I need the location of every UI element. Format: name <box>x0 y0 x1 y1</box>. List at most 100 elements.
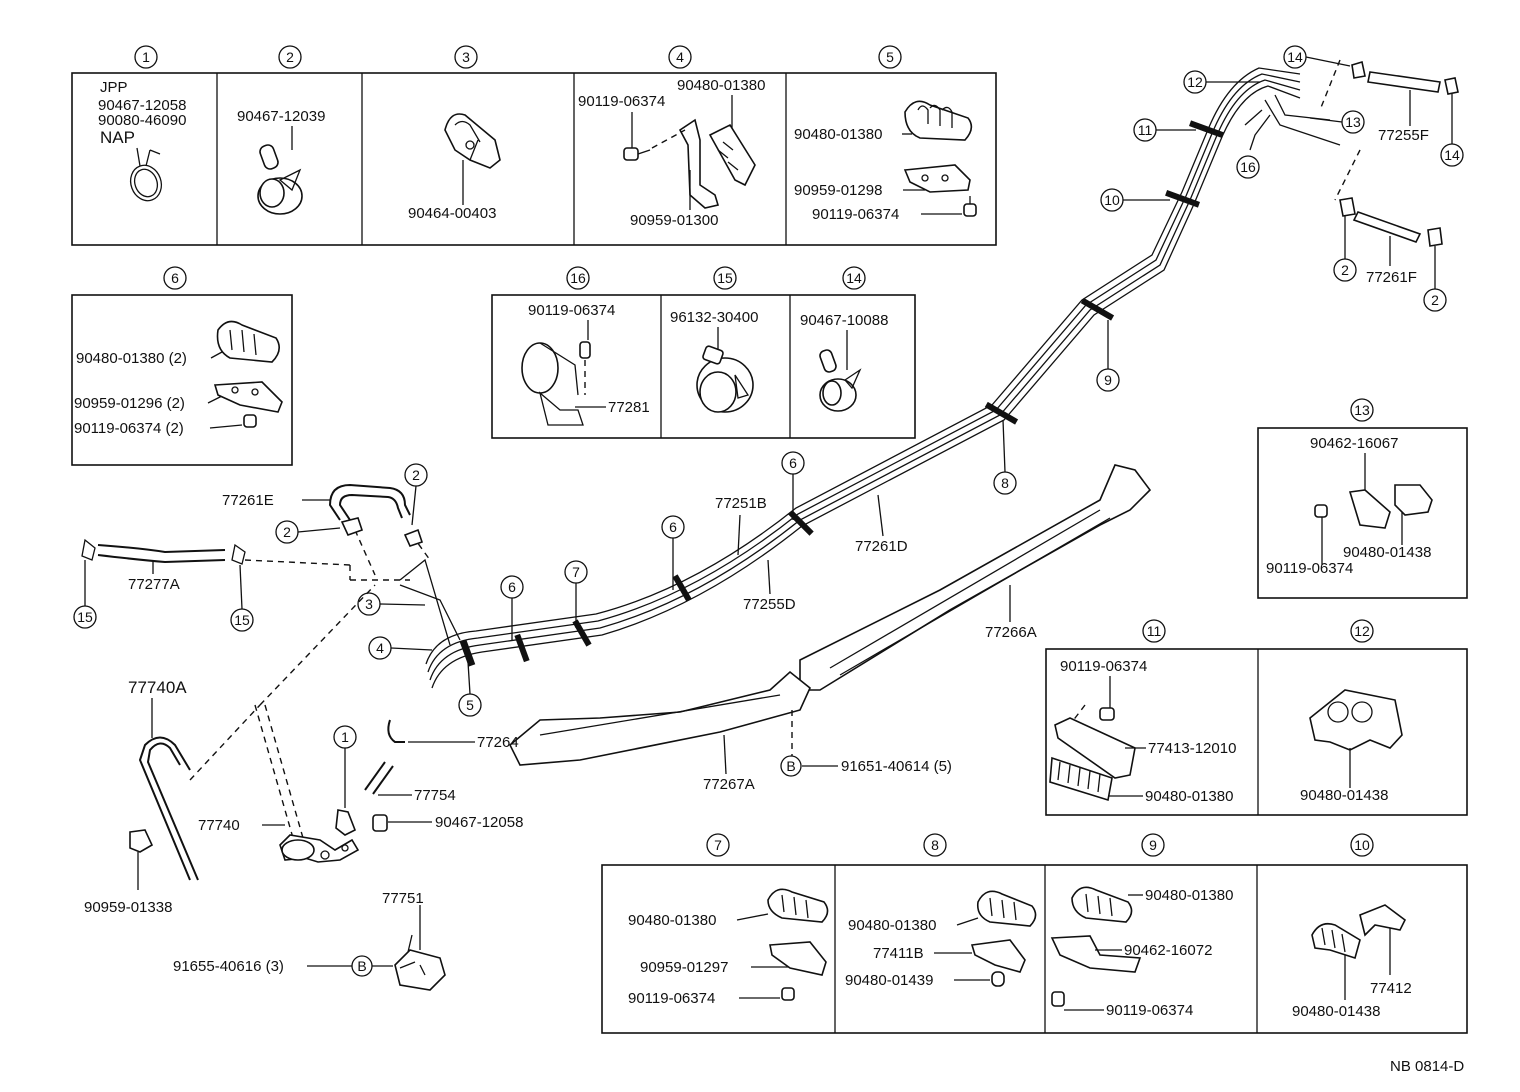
panel-label: 90080-46090 <box>98 112 186 129</box>
callout: 10 <box>1104 192 1120 208</box>
panel-ref: 5 <box>886 49 894 65</box>
panel-label: 77281 <box>608 399 650 416</box>
panel-8: 8 90480-01380 77411B 90480-01439 <box>845 833 1037 989</box>
part-label: 77264 <box>477 734 519 751</box>
cushion-clamp-icon <box>1309 689 1403 751</box>
callout: B <box>357 958 366 974</box>
panel-ref: 3 <box>462 49 470 65</box>
bracket-icon <box>903 164 971 193</box>
panel-14: 14 90467-10088 <box>800 266 888 412</box>
panel-ref: 16 <box>570 270 586 286</box>
callout: 6 <box>508 579 516 595</box>
panel-11: 11 90119-06374 77413-12010 90480-01380 <box>1045 619 1468 816</box>
panel-ref: 14 <box>846 270 862 286</box>
panel-ref: 6 <box>171 270 179 286</box>
callout: 2 <box>283 524 291 540</box>
panel-label: 90462-16067 <box>1310 435 1398 452</box>
panel-row-top <box>71 72 997 246</box>
panel-label: 90467-12039 <box>237 108 325 125</box>
panel-label: 90119-06374 <box>812 206 899 223</box>
part-label: 77261D <box>855 538 908 555</box>
panel-label: 90959-01297 <box>640 959 728 976</box>
callout: 12 <box>1187 74 1203 90</box>
panel-label: 90480-01438 <box>1292 1003 1380 1020</box>
part-label: 90959-01338 <box>84 899 172 916</box>
bracket-77751 <box>394 934 446 991</box>
panel-ref: 1 <box>142 49 150 65</box>
panel-7: 7 90480-01380 90959-01297 90119-06374 <box>628 833 829 1007</box>
panel-label: 90480-01380 <box>794 126 882 143</box>
hose-clip-icon <box>129 147 163 202</box>
callout: 2 <box>412 467 420 483</box>
panel-label: 90119-06374 <box>578 93 665 110</box>
callout: 15 <box>77 609 93 625</box>
panel-label: 90467-10088 <box>800 312 888 329</box>
callout: 13 <box>1345 114 1361 130</box>
panel-9: 9 90480-01380 90462-16072 90119-06374 <box>1050 833 1233 1019</box>
bracket-icon <box>769 941 827 976</box>
panel-label: 90480-01380 <box>1145 887 1233 904</box>
panel-ref: 12 <box>1354 623 1370 639</box>
panel-label: 90119-06374 <box>628 990 715 1007</box>
callout: 15 <box>234 612 250 628</box>
clip-icon <box>129 829 154 853</box>
panel-13: 13 90462-16067 90480-01438 90119-06374 <box>1257 398 1468 599</box>
panel-row-middle <box>491 294 916 439</box>
panel-label: 90480-01438 <box>1343 544 1431 561</box>
panel-ref: 7 <box>714 837 722 853</box>
frame-rail-77266A <box>799 464 1152 691</box>
part-label: 91655-40616 (3) <box>173 958 284 975</box>
panel-label: 90119-06374 <box>528 302 615 319</box>
callout: 6 <box>669 519 677 535</box>
bracket-icon <box>1050 935 1142 973</box>
panel-label: 90480-01380 (2) <box>76 350 187 367</box>
cushion-clamp-icon <box>216 320 280 363</box>
callout: 6 <box>789 455 797 471</box>
clip-icon <box>991 971 1005 987</box>
panel-label: 90119-06374 <box>1106 1002 1193 1019</box>
panel-label: 77413-12010 <box>1148 740 1236 757</box>
bolt-icon <box>623 147 651 161</box>
panel-label: 90119-06374 (2) <box>74 420 184 437</box>
part-label: 90467-12058 <box>435 814 523 831</box>
clamp-bracket-icon <box>1311 904 1407 960</box>
panel-label: 90959-01296 (2) <box>74 395 185 412</box>
panel-label: 90119-06374 <box>1060 658 1147 675</box>
panel-label: 90467-12058 <box>98 97 186 114</box>
part-label: 77255F <box>1378 127 1429 144</box>
part-label: 77251B <box>715 495 767 512</box>
clip-icon <box>340 517 364 536</box>
panel-10: 10 77412 90480-01438 <box>1292 833 1412 1020</box>
callout: 2 <box>1341 262 1349 278</box>
panel-label: 90959-01300 <box>630 212 718 229</box>
clip-icon <box>1339 197 1356 217</box>
clip-icon <box>1427 227 1443 247</box>
panel-row-bottom <box>601 864 1468 1034</box>
panel-label: 90119-06374 <box>1266 560 1353 577</box>
hose-77277A <box>97 544 226 564</box>
cushion-clamp-icon <box>976 890 1037 927</box>
part-label: 77740A <box>128 678 187 697</box>
bolt-icon <box>1051 991 1065 1007</box>
panel-label: 90480-01438 <box>1300 787 1388 804</box>
panel-label: 90480-01380 <box>677 77 765 94</box>
panel-label: JPP <box>100 79 128 96</box>
clip-icon <box>403 528 424 547</box>
part-label: 77261E <box>222 492 274 509</box>
bracket-icon <box>678 118 756 209</box>
panel-ref: 15 <box>717 270 733 286</box>
hose-clamp-icon <box>257 144 303 215</box>
bundle-clamps <box>459 120 1224 667</box>
panel-1: 1 JPP 90467-12058 90080-46090 NAP <box>98 45 186 202</box>
part-label: 77267A <box>703 776 755 793</box>
panel-label: 96132-30400 <box>670 309 758 326</box>
callout: 1 <box>341 729 349 745</box>
canister-77740 <box>279 834 360 863</box>
callout: 9 <box>1104 372 1112 388</box>
frame-rail-77267A <box>509 670 811 766</box>
bolt-icon <box>243 414 257 428</box>
part-label: 77754 <box>414 787 456 804</box>
bracket-clamp-icon <box>1314 484 1433 529</box>
panel-15: 15 96132-30400 <box>670 266 758 413</box>
